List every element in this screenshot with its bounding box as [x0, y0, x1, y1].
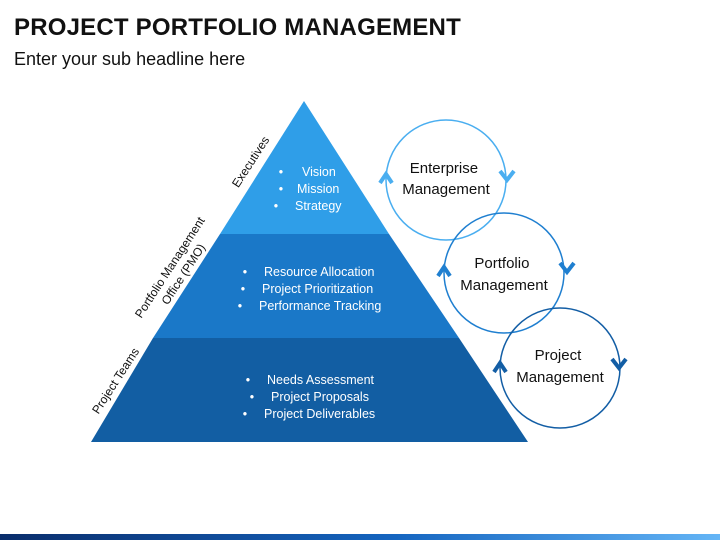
cycle-project: Project Management [492, 307, 628, 429]
cycle-label-line2: Management [460, 277, 548, 294]
tier-item-text: Mission [297, 182, 339, 196]
tier-bottom-items: • Needs Assessment • Project Proposals • Pr… [243, 373, 375, 421]
tier-item-text: Performance Tracking [259, 299, 381, 313]
tier-item-text: Project Prioritization [262, 282, 373, 296]
cycle-label-line1: Project [535, 347, 583, 364]
cycle-circle [443, 212, 565, 334]
chevron-up-icon [492, 359, 508, 374]
tier-item: • Strategy [274, 199, 342, 213]
cycle-enterprise: Enterprise Management [378, 119, 516, 241]
bullet-dot: • [250, 390, 254, 404]
cycle-portfolio: Portfolio Management [436, 212, 576, 334]
tier-item: • Performance Tracking [238, 299, 382, 313]
tier-middle-items: • Resource Allocation • Project Prioritiza… [238, 265, 382, 313]
chevron-down-icon [610, 357, 628, 372]
pyramid-tier-middle [153, 234, 459, 338]
chevron-up-icon [378, 170, 394, 185]
cycle-label-line1: Portfolio [474, 255, 529, 272]
tier-item: • Vision [279, 165, 336, 179]
bullet-dot: • [243, 407, 247, 421]
cycle-label: Enterprise Management [402, 160, 490, 198]
tier-item-text: Needs Assessment [267, 373, 375, 387]
bullet-dot: • [238, 299, 242, 313]
tier-item: • Mission [279, 182, 340, 196]
page-title: PROJECT PORTFOLIO MANAGEMENT [14, 14, 461, 41]
cycle-label-line1: Enterprise [410, 160, 478, 177]
footer-gradient-bar [0, 534, 720, 540]
tier-item: • Needs Assessment [246, 373, 375, 387]
bullet-dot: • [246, 373, 250, 387]
chevron-down-icon [558, 261, 576, 276]
tier-item: • Project Proposals [250, 390, 369, 404]
tier-item-text: Project Proposals [271, 390, 369, 404]
cycle-circle [385, 119, 507, 241]
cycle-label: Project Management [516, 347, 604, 386]
tier-item-text: Vision [302, 165, 336, 179]
tier-item-text: Strategy [295, 199, 342, 213]
tier-item: • Project Prioritization [241, 282, 373, 296]
bullet-dot: • [241, 282, 245, 296]
tier-item: • Project Deliverables [243, 407, 375, 421]
bullet-dot: • [274, 199, 278, 213]
bullet-dot: • [243, 265, 247, 279]
cycle-label-line2: Management [402, 181, 490, 198]
pyramid-tier-top [220, 101, 389, 234]
tier-item: • Resource Allocation [243, 265, 375, 279]
cycle-circle [499, 307, 621, 429]
pyramid-tier-bottom [91, 338, 528, 442]
chevron-up-icon [436, 263, 452, 278]
tier-item-text: Resource Allocation [264, 265, 375, 279]
bullet-dot: • [279, 165, 283, 179]
cycle-label: Portfolio Management [460, 255, 548, 294]
chevron-down-icon [498, 169, 516, 184]
page-subtitle: Enter your sub headline here [14, 49, 246, 69]
bullet-dot: • [279, 182, 283, 196]
tier-top-items: • Vision • Mission • Strategy [274, 165, 342, 213]
cycle-label-line2: Management [516, 369, 604, 386]
tier-item-text: Project Deliverables [264, 407, 375, 421]
